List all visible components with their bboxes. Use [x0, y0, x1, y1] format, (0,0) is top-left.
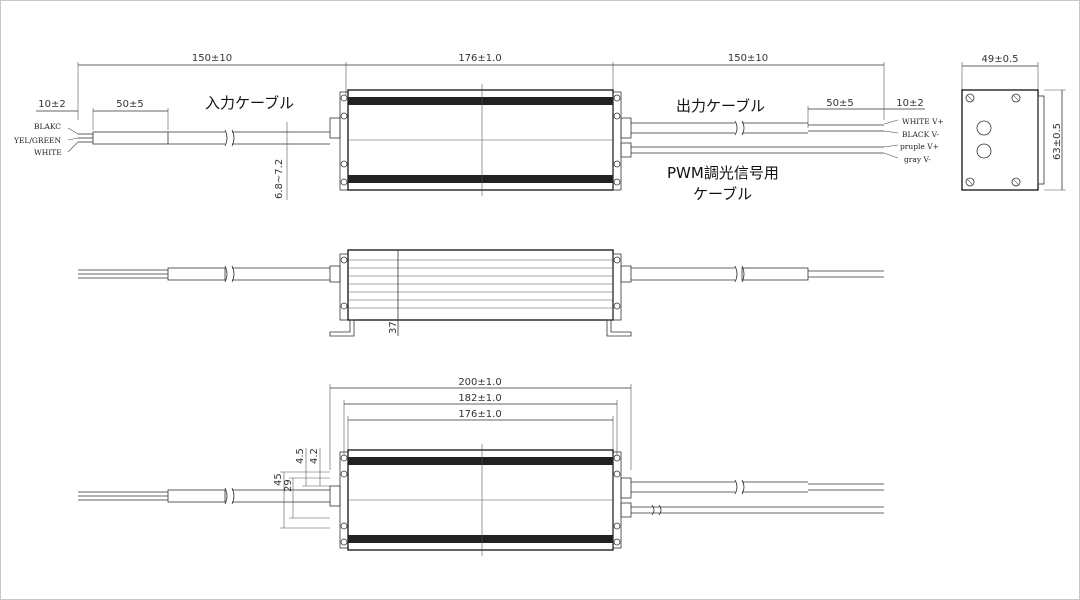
- wire-input-3: WHITE: [34, 148, 62, 157]
- wire-input-1: BLAKC: [34, 122, 61, 131]
- dim-h4-5: 4.5: [295, 448, 306, 464]
- dim-end-width: 49±0.5: [981, 54, 1018, 65]
- dim-body-length: 176±1.0: [458, 53, 501, 64]
- dim-h29: 29: [283, 479, 294, 492]
- label-pwm-cable-1: PWM調光信号用: [667, 164, 779, 182]
- dim-body-length-bottom: 176±1.0: [458, 409, 501, 420]
- wire-output-3: pruple V+: [900, 142, 939, 151]
- wire-input-2: YEL/GREEN: [13, 136, 62, 145]
- dim-right-strip: 10±2: [896, 98, 923, 109]
- wire-output-2: BLACK V-: [902, 130, 939, 139]
- wire-output-4: gray V-: [904, 155, 931, 164]
- dim-overall-length: 200±1.0: [458, 377, 501, 388]
- side-view: 37: [78, 249, 884, 337]
- bottom-view: 200±1.0 182±1.0 176±1.0 45 29 4.5 4.2: [78, 377, 884, 556]
- dim-mount-length: 182±1.0: [458, 393, 501, 404]
- label-input-cable: 入力ケーブル: [205, 94, 294, 112]
- label-output-cable: 出力ケーブル: [676, 97, 765, 115]
- wire-output-1: WHITE V+: [902, 117, 944, 126]
- label-pwm-cable-2: ケーブル: [693, 185, 752, 203]
- dim-right-cable: 150±10: [728, 53, 768, 64]
- dim-right-jacket: 50±5: [826, 98, 853, 109]
- dim-left-jacket: 50±5: [116, 99, 143, 110]
- dim-left-cable: 150±10: [192, 53, 232, 64]
- top-view: 150±10 176±1.0 150±10 10±2 50±5 50±5 10±…: [13, 53, 944, 203]
- dim-h45: 45: [273, 473, 284, 486]
- end-view: 49±0.5 63±0.5: [961, 54, 1066, 191]
- dim-left-strip: 10±2: [38, 99, 65, 110]
- dim-side-height: 37: [388, 321, 399, 334]
- dim-end-height: 63±0.5: [1052, 123, 1063, 160]
- dim-h4-2: 4.2: [309, 448, 320, 464]
- dim-cable-diameter: 6.8~7.2: [274, 159, 285, 199]
